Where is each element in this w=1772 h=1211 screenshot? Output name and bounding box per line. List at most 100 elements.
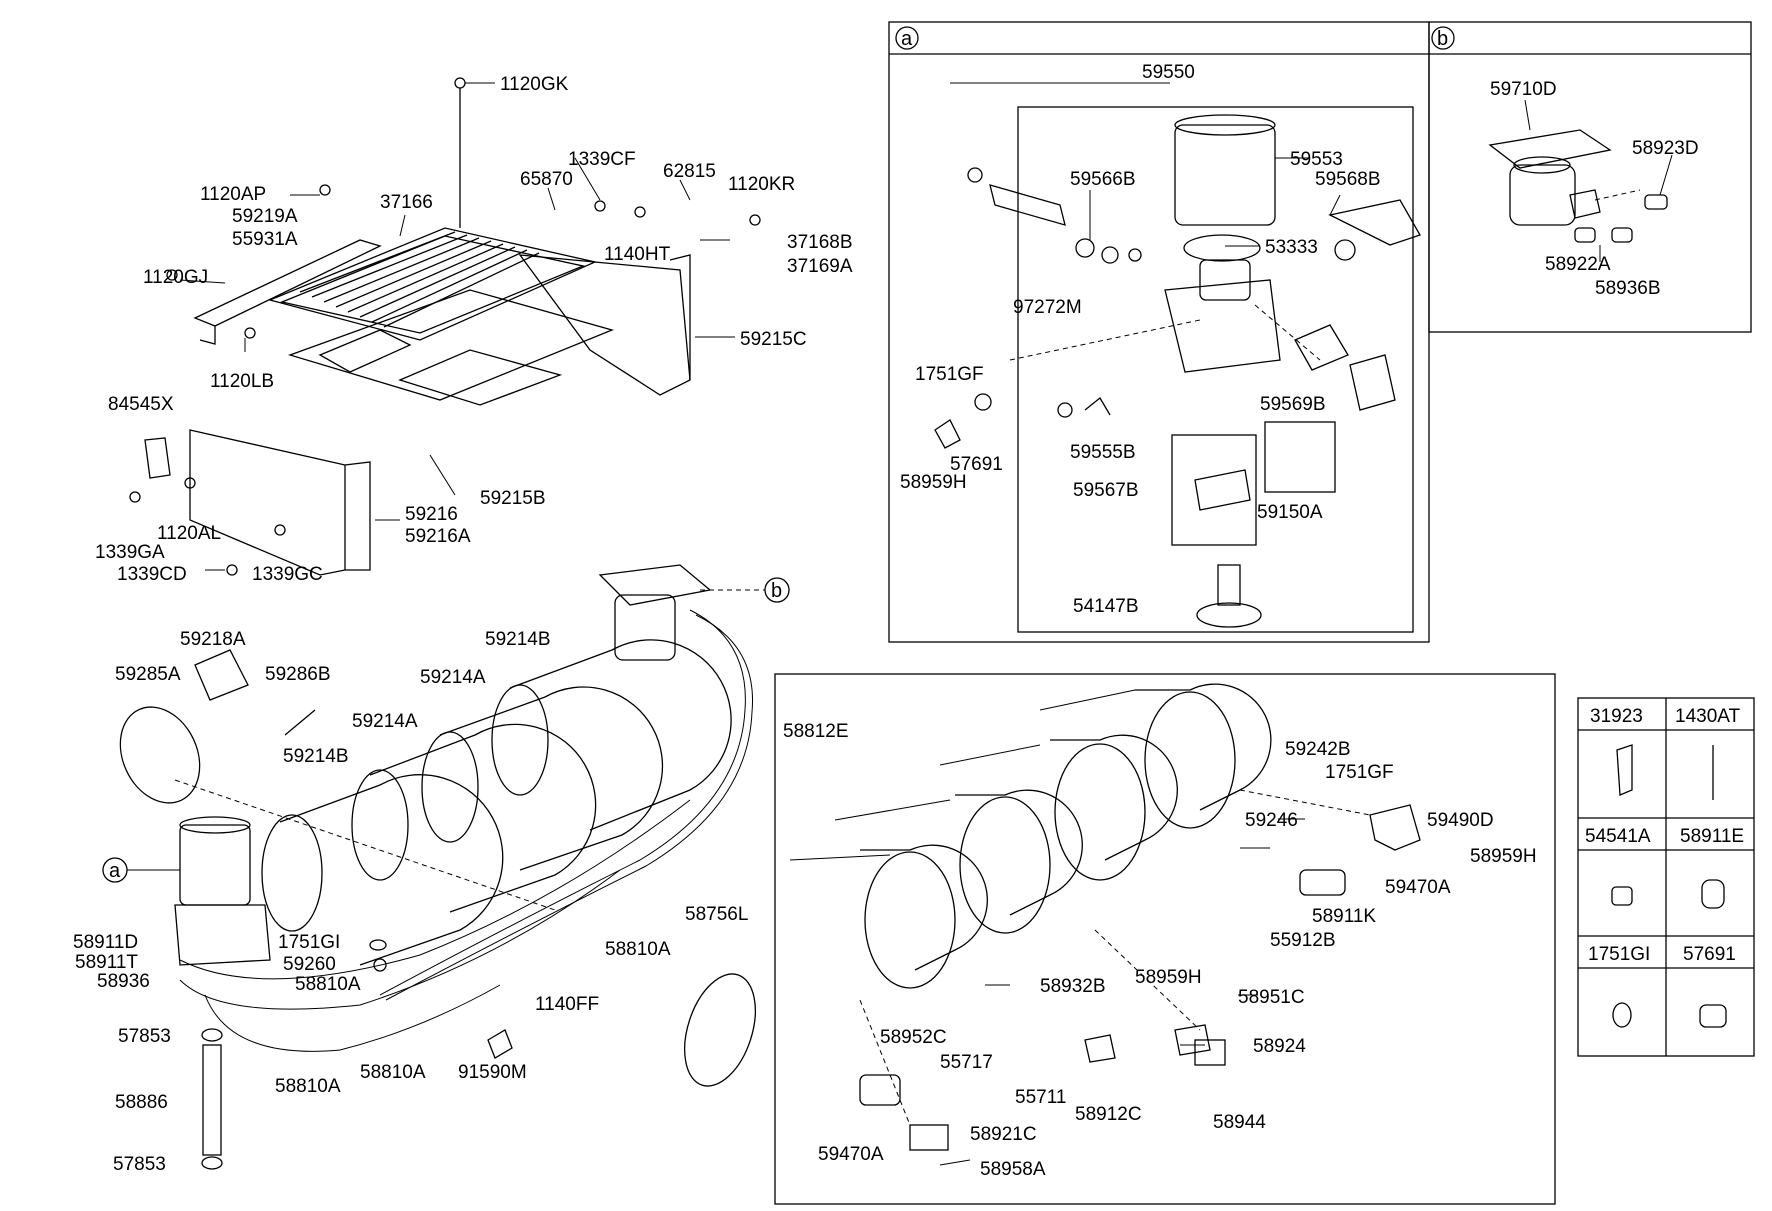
label-58810A-2: 58810A	[605, 939, 671, 960]
label-1339GA: 1339GA	[95, 542, 165, 563]
leader-lines	[179, 82, 1673, 1166]
label-58924: 58924	[1253, 1036, 1306, 1057]
label-58810A-1: 58810A	[295, 974, 361, 995]
label-59214A-rear: 59214A	[420, 667, 486, 688]
detail-panel-b: b	[1428, 21, 1752, 333]
label-1140FF: 1140FF	[535, 994, 599, 1015]
label-59490D: 59490D	[1427, 810, 1494, 831]
tank-fittings-view	[789, 683, 1421, 1151]
legend-table	[1577, 697, 1755, 1057]
label-37168B: 37168B	[787, 232, 853, 253]
label-59286B: 59286B	[265, 664, 331, 685]
panel-b-letter: b	[1437, 28, 1448, 50]
label-59216A: 59216A	[405, 526, 471, 547]
label-59470A-tank-right: 59470A	[1385, 877, 1451, 898]
label-59214A-front: 59214A	[352, 711, 418, 732]
label-59710D: 59710D	[1490, 79, 1557, 100]
mounting-plate-assembly	[129, 77, 761, 576]
valve-b-view	[1488, 129, 1668, 243]
label-58951C: 58951C	[1238, 987, 1305, 1008]
tank-detail-panel	[774, 673, 1556, 1205]
label-59568B: 59568B	[1315, 169, 1381, 190]
label-97272M: 97272M	[1013, 297, 1082, 318]
legend-cell-label: 1751GI	[1588, 944, 1650, 965]
label-1339GC: 1339GC	[252, 564, 323, 585]
label-1120AP: 1120AP	[200, 184, 266, 205]
label-1120GK: 1120GK	[500, 74, 569, 95]
label-1120AL: 1120AL	[157, 523, 221, 544]
label-1120LB: 1120LB	[210, 371, 274, 392]
label-65870: 65870	[520, 169, 573, 190]
label-58810A-4: 58810A	[360, 1062, 426, 1083]
callout-a-letter: a	[109, 860, 121, 882]
label-1339CD: 1339CD	[117, 564, 187, 585]
air-tank-assembly	[119, 564, 756, 1170]
label-58812E: 58812E	[783, 721, 849, 742]
legend-cell-label: 31923	[1590, 706, 1643, 727]
label-59260: 59260	[283, 954, 336, 975]
label-37169A: 37169A	[787, 256, 853, 277]
label-58922A: 58922A	[1545, 254, 1611, 275]
label-58952C: 58952C	[880, 1027, 947, 1048]
label-84545X: 84545X	[108, 394, 174, 415]
label-59219A: 59219A	[232, 206, 298, 227]
label-59214B-rear: 59214B	[485, 629, 551, 650]
label-58911K: 58911K	[1312, 906, 1376, 927]
label-55912B: 55912B	[1270, 930, 1336, 951]
label-59555B: 59555B	[1070, 442, 1136, 463]
label-58958A: 58958A	[980, 1159, 1046, 1180]
label-58923D: 58923D	[1632, 138, 1699, 159]
label-58912C: 58912C	[1075, 1104, 1142, 1125]
detail-panel-a: a	[888, 21, 1430, 643]
label-58959H-tank-mid: 58959H	[1135, 967, 1202, 988]
label-58936: 58936	[97, 971, 150, 992]
valve-exploded-view	[934, 114, 1421, 628]
label-1140HT: 1140HT	[604, 244, 671, 265]
label-62815: 62815	[663, 161, 716, 182]
label-58921C: 58921C	[970, 1124, 1037, 1145]
label-58756L: 58756L	[685, 904, 748, 925]
label-55717: 55717	[940, 1052, 993, 1073]
label-57853-top: 57853	[118, 1026, 171, 1047]
label-1120GJ: 1120GJ	[143, 267, 208, 288]
legend-cell-label: 58911E	[1680, 826, 1744, 847]
label-1751GI: 1751GI	[278, 932, 340, 953]
label-1339CF: 1339CF	[568, 149, 636, 170]
label-54147B: 54147B	[1073, 596, 1139, 617]
label-37166: 37166	[380, 192, 433, 213]
label-59569B: 59569B	[1260, 394, 1326, 415]
label-58959H-a: 58959H	[900, 472, 967, 493]
callout-b-letter: b	[771, 580, 782, 602]
callout-b: b	[700, 577, 790, 603]
label-59246: 59246	[1245, 810, 1298, 831]
label-58936B: 58936B	[1595, 278, 1661, 299]
label-58932B: 58932B	[1040, 976, 1106, 997]
legend-cell-label: 1430AT	[1675, 706, 1741, 727]
label-1751GF-tank: 1751GF	[1325, 762, 1394, 783]
label-59567B: 59567B	[1073, 480, 1139, 501]
label-58944: 58944	[1213, 1112, 1266, 1133]
legend-cell-label: 57691	[1683, 944, 1736, 965]
label-59150A: 59150A	[1257, 502, 1323, 523]
label-59215B: 59215B	[480, 488, 546, 509]
label-59285A: 59285A	[115, 664, 181, 685]
label-59214B-front: 59214B	[283, 746, 349, 767]
label-58886: 58886	[115, 1092, 168, 1113]
panel-a-letter: a	[901, 28, 913, 50]
label-1120KR: 1120KR	[728, 174, 795, 195]
part-labels: 1120GK 1339CF 62815 1120KR 65870 1120AP …	[73, 62, 1699, 1180]
label-59242B: 59242B	[1285, 739, 1351, 760]
label-91590M: 91590M	[458, 1062, 527, 1083]
label-55931A: 55931A	[232, 229, 298, 250]
label-55711: 55711	[1015, 1087, 1066, 1108]
label-59550: 59550	[1142, 62, 1195, 83]
legend-cell-label: 54541A	[1585, 826, 1651, 847]
label-58959H-tank-right: 58959H	[1470, 846, 1537, 867]
label-58911T: 58911T	[75, 952, 138, 973]
label-58810A-3: 58810A	[275, 1076, 341, 1097]
label-59216: 59216	[405, 504, 458, 525]
callout-a: a	[102, 857, 180, 883]
label-58911D: 58911D	[73, 932, 138, 953]
label-59215C: 59215C	[740, 329, 807, 350]
